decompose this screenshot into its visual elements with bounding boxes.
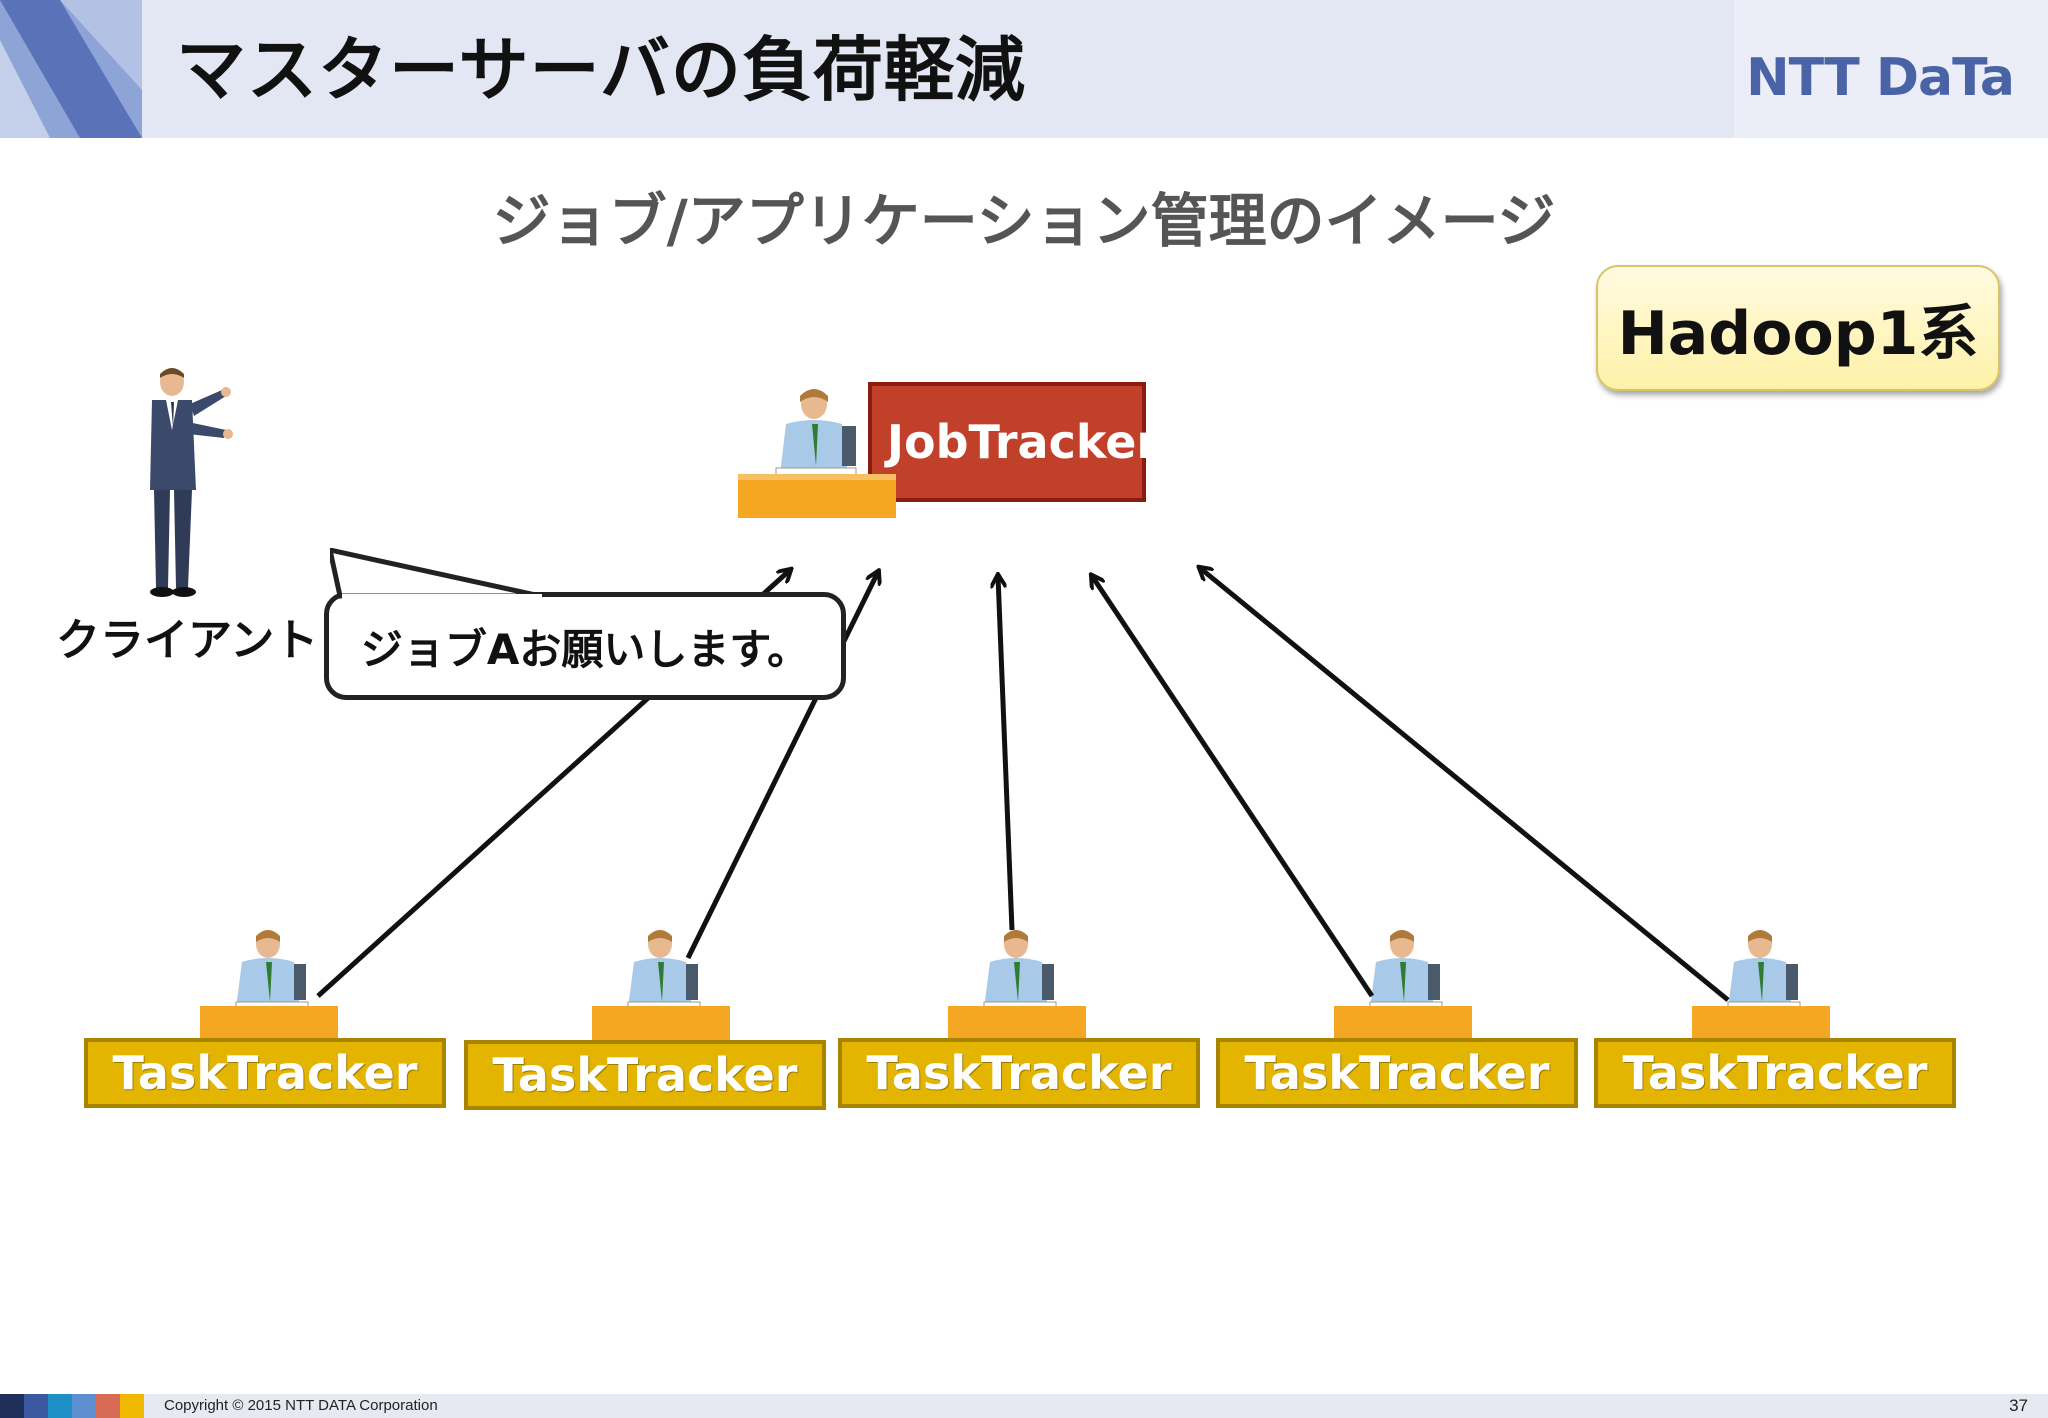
- task-tracker-label: TaskTracker: [1622, 1046, 1928, 1100]
- task-tracker-box-3: TaskTracker: [838, 1038, 1200, 1108]
- task-tracker-label: TaskTracker: [112, 1046, 418, 1100]
- task-tracker-label: TaskTracker: [1244, 1046, 1550, 1100]
- task-tracker-box-4: TaskTracker: [1216, 1038, 1578, 1108]
- footer-color-strip: [0, 1394, 144, 1418]
- job-tracker-box: JobTracker: [868, 382, 1159, 502]
- job-tracker-worker-icon: [738, 389, 896, 518]
- arrow-tt4-to-jt: [1092, 576, 1375, 998]
- task-tracker-worker-icon-5: [1692, 930, 1830, 1046]
- hadoop-version-badge: Hadoop1系: [1596, 265, 2000, 391]
- task-tracker-box-2: TaskTracker: [464, 1040, 826, 1110]
- page-number: 37: [2009, 1396, 2028, 1415]
- client-label: クライアント: [56, 615, 319, 666]
- task-tracker-box-5: TaskTracker: [1594, 1038, 1956, 1108]
- slide-title: マスターサーバの負荷軽減: [176, 29, 1026, 111]
- ntt-data-logo: NTT DaTa: [1746, 48, 2015, 108]
- copyright-text: Copyright © 2015 NTT DATA Corporation: [164, 1397, 438, 1414]
- diagram-subtitle: ジョブ/アプリケーション管理のイメージ: [492, 187, 1556, 255]
- header-decoration: [0, 0, 142, 138]
- client-speech-bubble: ジョブAお願いします。: [324, 592, 846, 700]
- speech-bubble-tail: [330, 548, 543, 614]
- task-tracker-label: TaskTracker: [492, 1048, 798, 1102]
- slide-footer: Copyright © 2015 NTT DATA Corporation 37: [0, 1394, 2048, 1418]
- client-person-icon: [150, 368, 233, 597]
- logo-area: NTT DaTa: [1734, 0, 2048, 138]
- task-tracker-label: TaskTracker: [866, 1046, 1172, 1100]
- arrow-tt5-to-jt: [1200, 568, 1730, 1002]
- slide-header: マスターサーバの負荷軽減 NTT DaTa: [0, 0, 2048, 138]
- arrow-tt3-to-jt: [998, 576, 1015, 931]
- arrow-tt2-to-jt: [685, 572, 878, 960]
- job-tracker-label: JobTracker: [886, 415, 1160, 469]
- task-tracker-worker-icon-2: [592, 930, 730, 1046]
- task-tracker-box-1: TaskTracker: [84, 1038, 446, 1108]
